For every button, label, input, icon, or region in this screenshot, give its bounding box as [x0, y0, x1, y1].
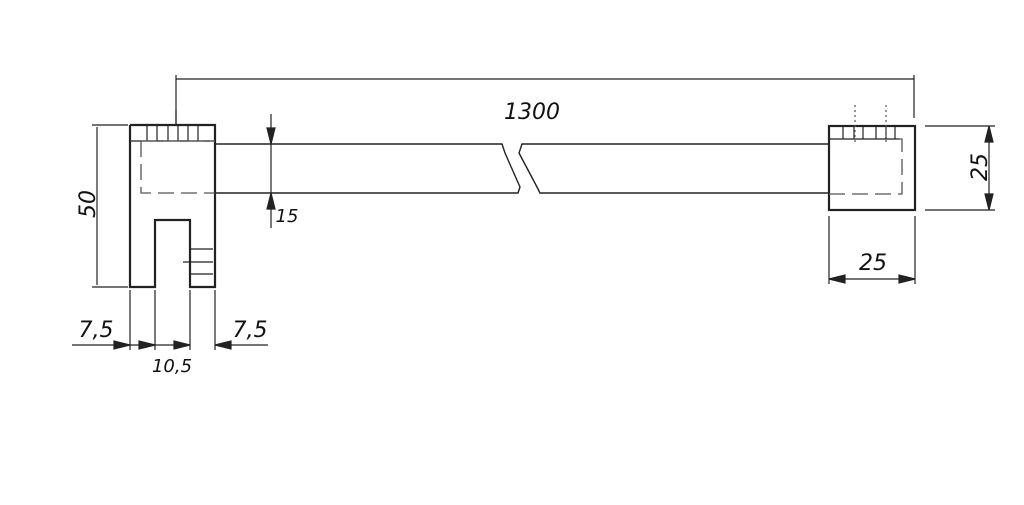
height-50-dimension — [92, 124, 128, 288]
left-height-label: 50 — [76, 190, 101, 218]
bar — [215, 143, 829, 194]
bottom-width-dimensions — [72, 290, 268, 350]
right-height-label: 25 — [968, 153, 993, 181]
right-end-block — [827, 105, 917, 212]
thickness-label: 15 — [276, 206, 299, 227]
overall-length-label: 1300 — [504, 100, 560, 125]
thickness-15-dimension — [266, 114, 276, 228]
right-width-25-dimension — [828, 216, 916, 284]
right-height-25-dimension — [925, 125, 995, 211]
right-offset-label: 7,5 — [233, 318, 268, 343]
left-offset-label: 7,5 — [79, 318, 114, 343]
left-end-block — [128, 110, 217, 289]
slot-width-label: 10,5 — [152, 356, 192, 377]
right-width-label: 25 — [859, 251, 887, 276]
